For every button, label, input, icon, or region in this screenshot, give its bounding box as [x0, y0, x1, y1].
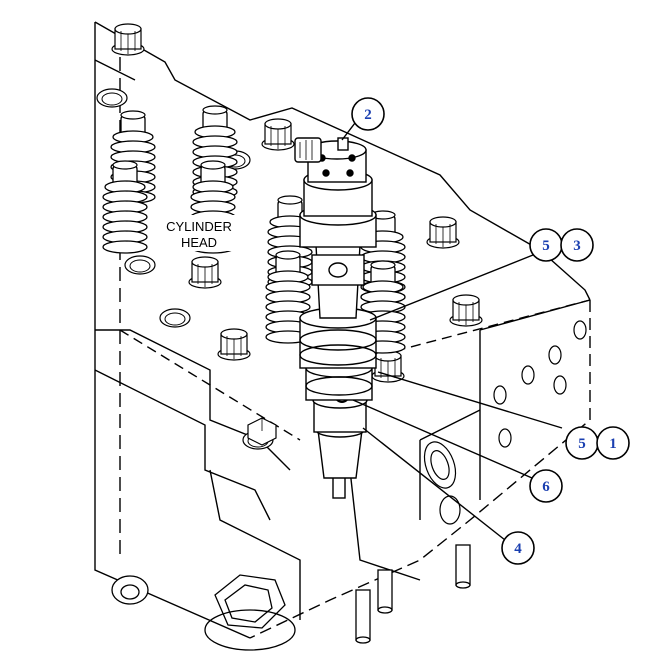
- callout-6-number: 6: [542, 479, 550, 495]
- callout-2: 2: [351, 97, 385, 131]
- head-end-face: [111, 574, 296, 651]
- label-head: HEAD: [181, 235, 217, 250]
- side-ports: [423, 320, 587, 525]
- callout-5-upper-number: 5: [542, 238, 550, 254]
- callout-1: 1: [596, 426, 630, 460]
- callout-3-number: 3: [573, 238, 581, 254]
- callout-6: 6: [529, 469, 563, 503]
- hex-bolt: [247, 417, 277, 446]
- callout-leaders: [341, 122, 563, 541]
- callout-5-lower-number: 5: [578, 436, 586, 452]
- cylinder-head-label: CYLINDER HEAD: [160, 215, 238, 251]
- callout-4: 4: [501, 531, 535, 565]
- callout-1-number: 1: [609, 436, 617, 452]
- fuel-injector: [294, 137, 377, 499]
- callout-4-number: 4: [514, 541, 522, 557]
- callout-5-lower: 5: [565, 426, 599, 460]
- head-studs: [355, 544, 471, 644]
- callout-5-upper: 5: [529, 228, 563, 262]
- callout-2-number: 2: [364, 107, 372, 123]
- callout-3: 3: [560, 228, 594, 262]
- label-cylinder: CYLINDER: [166, 219, 232, 234]
- cylinder-head-outline: [94, 21, 591, 639]
